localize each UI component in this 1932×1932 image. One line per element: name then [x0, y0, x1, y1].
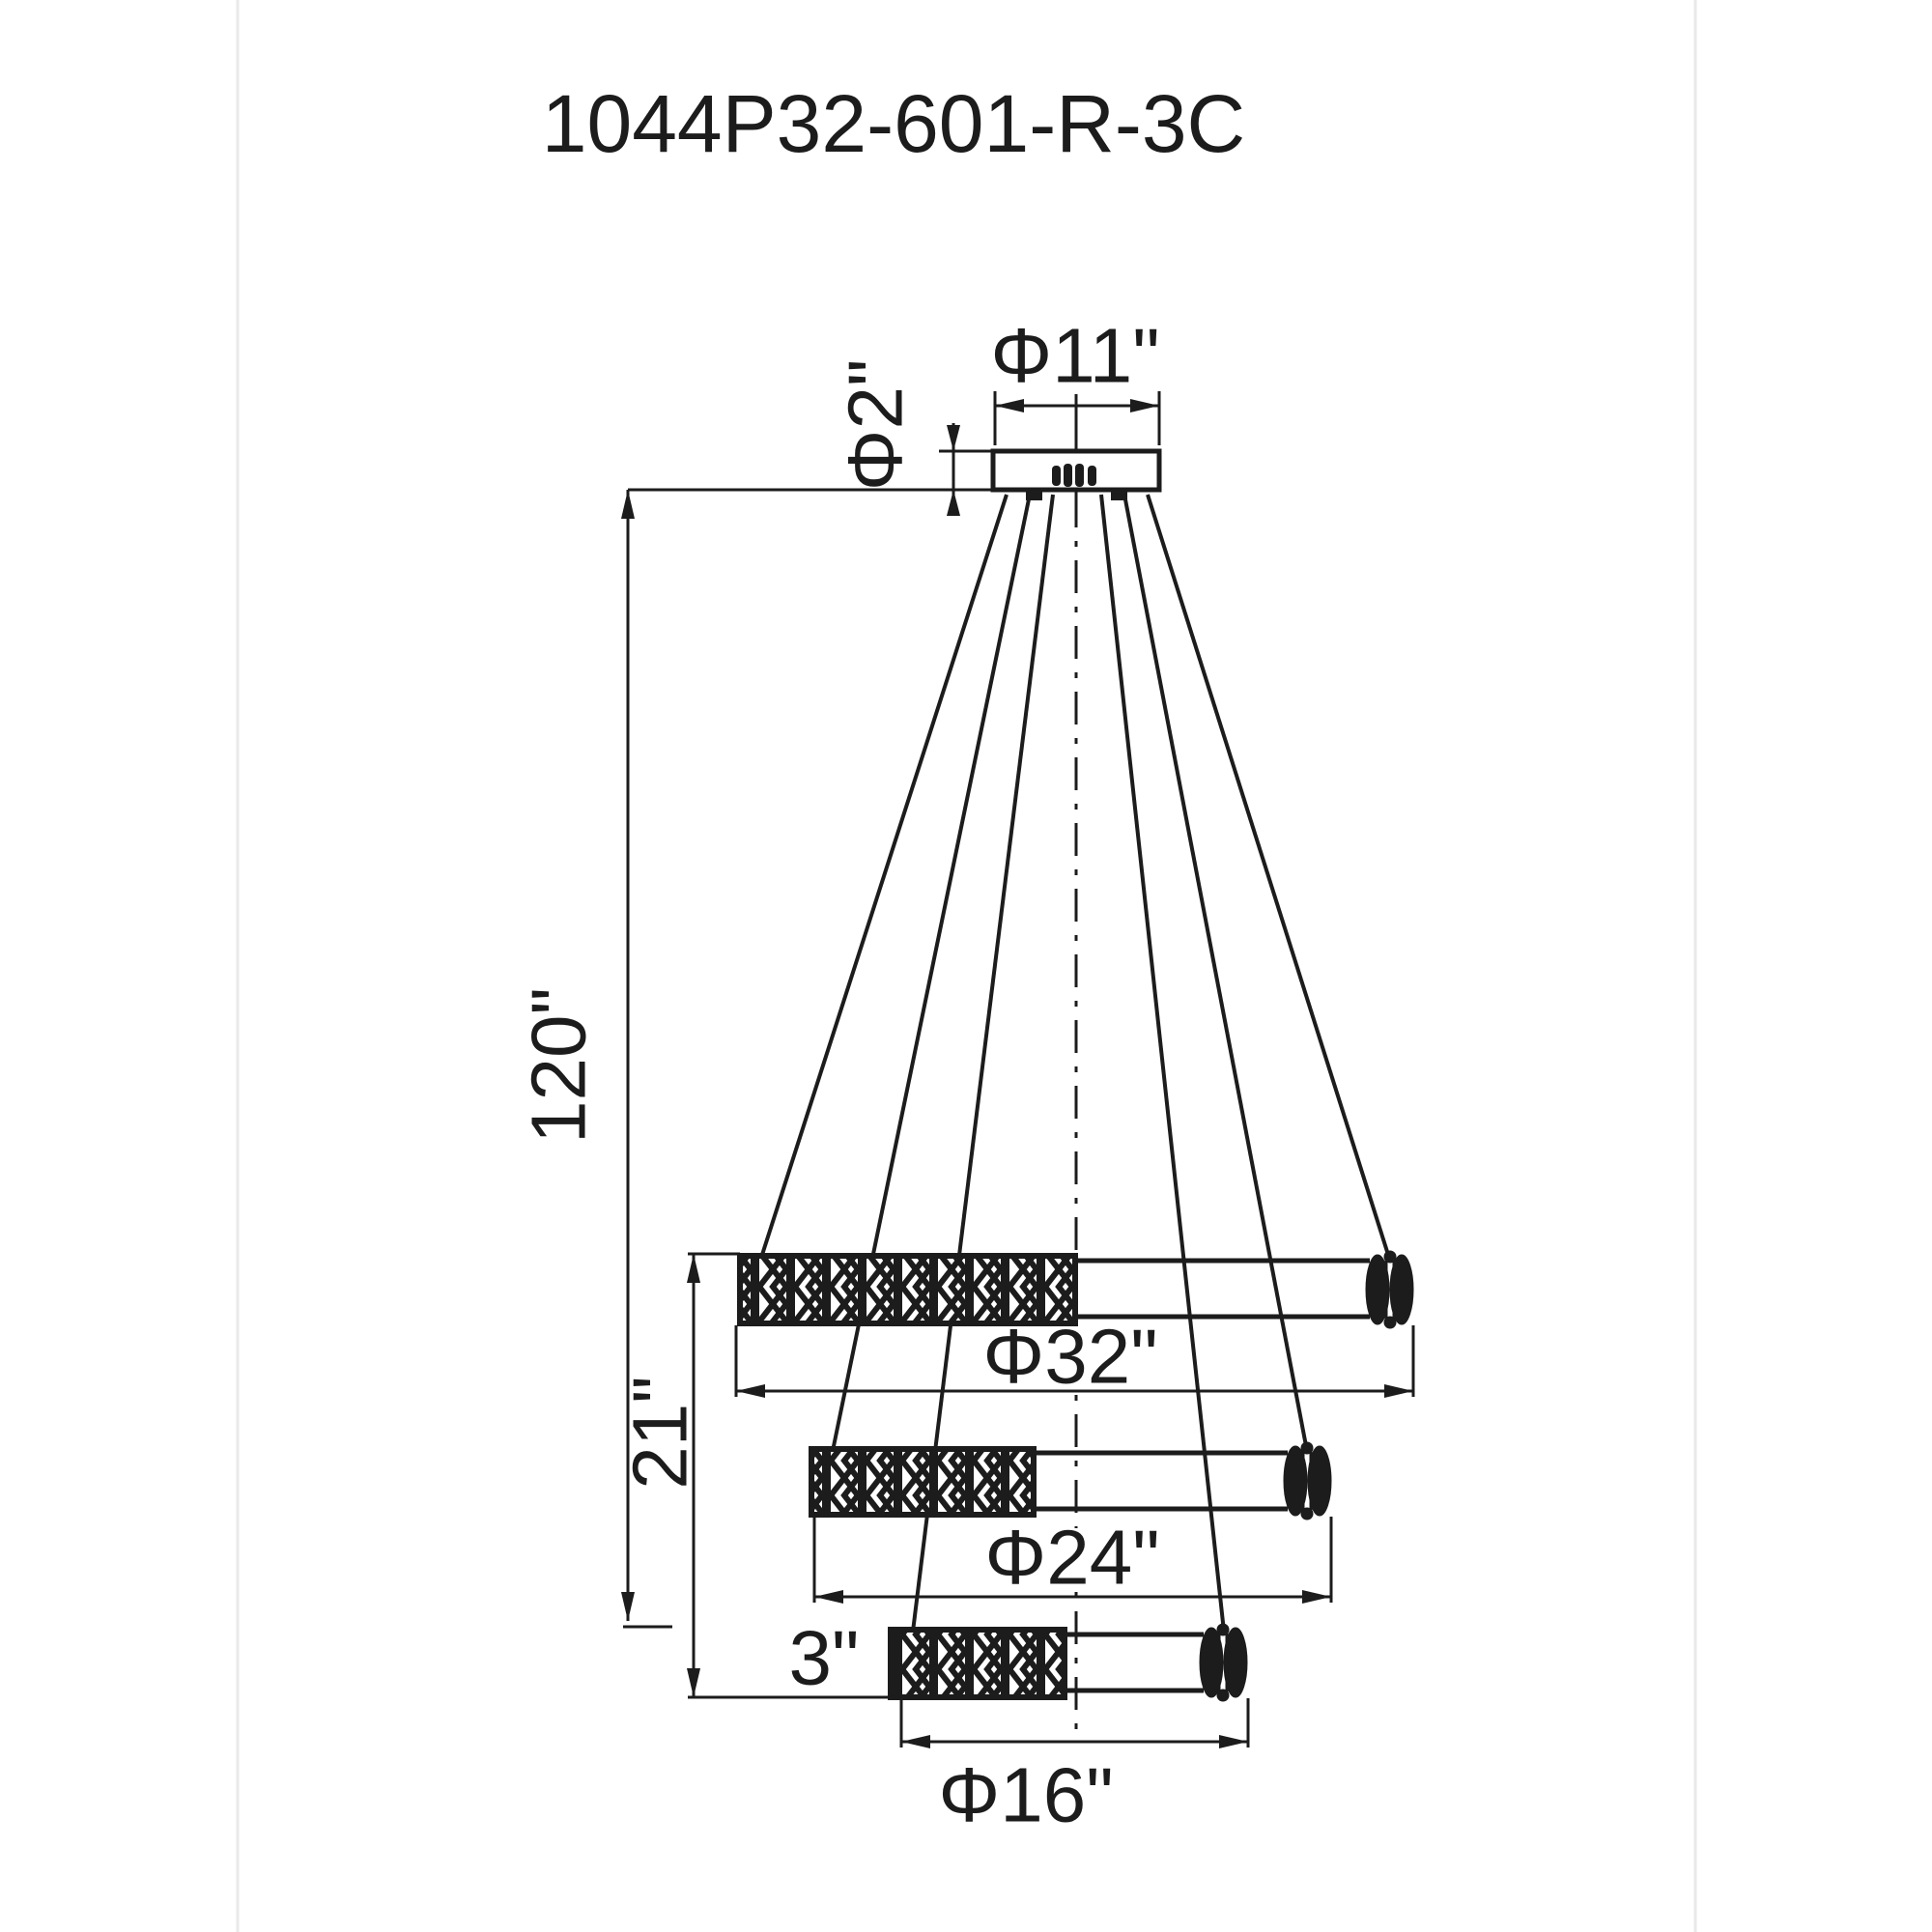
suspension-cable	[1122, 494, 1309, 1452]
cable-mount-tabs	[1026, 488, 1127, 500]
label-ring-thickness: 3"	[789, 1615, 860, 1701]
canopy	[990, 448, 1162, 500]
label-bottom-ring-diameter: Φ16"	[938, 1752, 1113, 1838]
suspension-cable	[911, 494, 1055, 1633]
label-canopy-diameter: Φ11"	[990, 313, 1159, 399]
end-cap	[1283, 1441, 1332, 1520]
end-cap	[1365, 1250, 1414, 1329]
suspension-cable	[759, 494, 1009, 1259]
rear-tube	[1075, 1258, 1370, 1320]
label-canopy-height: Φ2"	[833, 359, 919, 492]
label-underlay	[970, 1528, 1179, 1588]
crystal-band	[809, 1446, 1037, 1518]
label-top-ring-diameter: Φ32"	[982, 1314, 1157, 1400]
label-middle-ring-diameter: Φ24"	[984, 1515, 1159, 1601]
ring-bottom-tier	[888, 1623, 1248, 1702]
dim-canopy-diameter	[993, 391, 1161, 445]
label-underlay	[968, 1327, 1177, 1387]
dim-bottom-ring-diameter	[899, 1698, 1250, 1748]
product-code-title: 1044P32-601-R-3C	[542, 78, 1245, 169]
dim-overall-drop	[621, 488, 993, 1629]
label-overall-drop: 120"	[516, 987, 602, 1144]
rear-tube	[1034, 1450, 1288, 1512]
canopy-connector	[1052, 464, 1096, 487]
suspension-cable	[1146, 494, 1391, 1259]
page-edge-lines	[236, 0, 1697, 1932]
ring-middle-tier	[809, 1441, 1332, 1520]
dim-middle-ring-diameter	[812, 1517, 1333, 1604]
dim-top-ring-diameter	[734, 1325, 1415, 1398]
dim-rings-stack-height	[687, 1252, 903, 1699]
rear-tube	[1065, 1632, 1204, 1693]
crystal-band	[888, 1627, 1067, 1700]
dim-canopy-height	[939, 423, 993, 516]
label-rings-stack-height: 21"	[617, 1376, 703, 1489]
crystal-band	[737, 1253, 1078, 1326]
suspension-cable	[1099, 494, 1226, 1633]
ring-top-tier	[737, 1250, 1414, 1329]
end-cap	[1199, 1623, 1248, 1702]
